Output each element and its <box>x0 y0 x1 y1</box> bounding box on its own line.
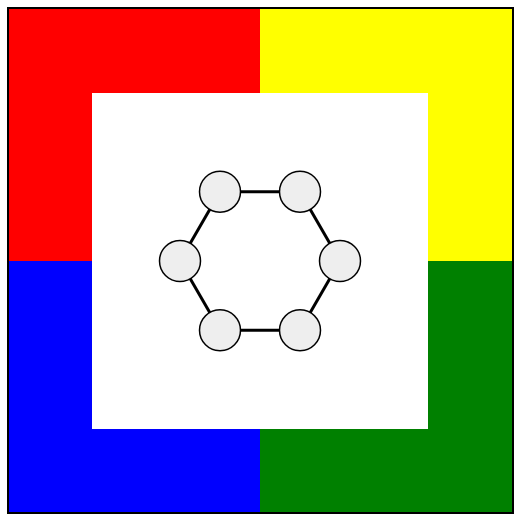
ring-node[interactable] <box>198 309 242 352</box>
ring-node[interactable] <box>278 170 322 213</box>
ring-node[interactable] <box>198 170 242 213</box>
center-square <box>92 93 428 429</box>
ring-node[interactable] <box>158 239 202 283</box>
ring-nodes <box>158 170 362 352</box>
board-border <box>7 7 514 514</box>
ring-node[interactable] <box>318 239 362 283</box>
ring-node[interactable] <box>278 309 322 352</box>
